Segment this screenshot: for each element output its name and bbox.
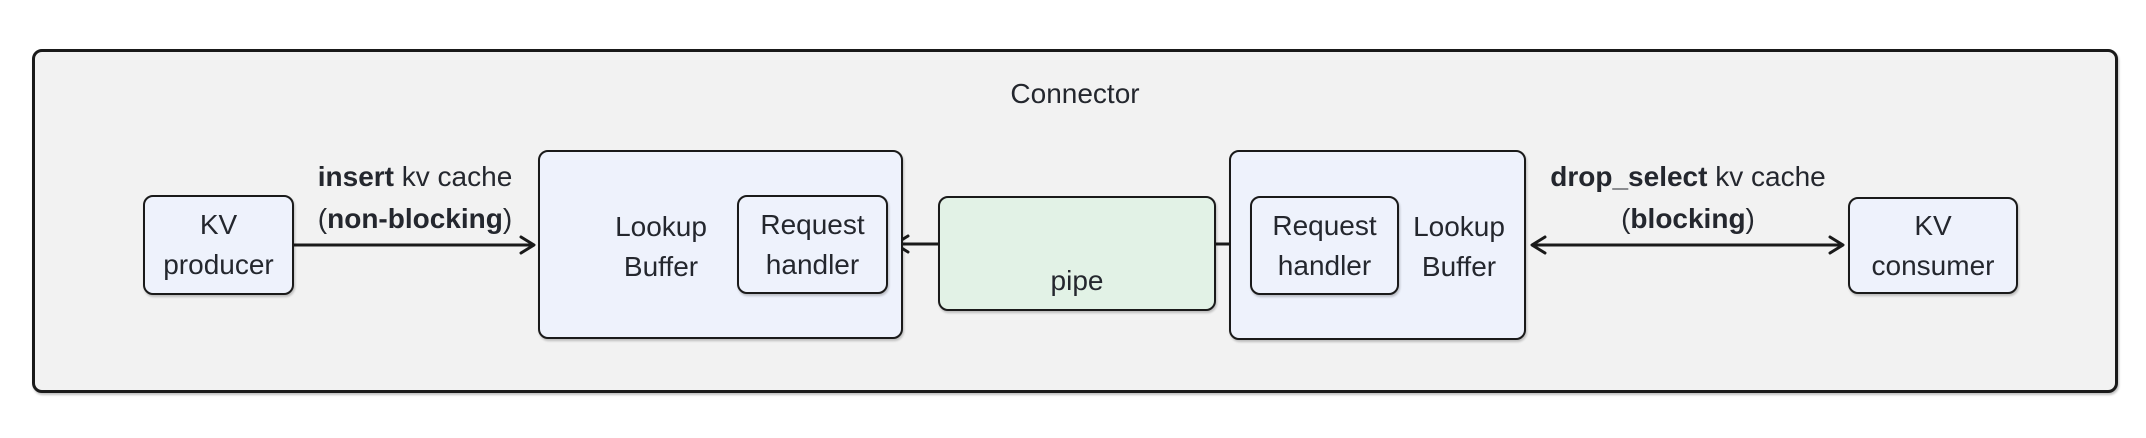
request-handler-right-label-line2: handler	[1277, 249, 1372, 281]
kv-producer-label-line2: producer	[163, 249, 274, 280]
insert-edge-label-line2: (non-blocking)	[318, 198, 513, 240]
node-kv-producer: KV producer	[143, 195, 294, 295]
pipe-label: pipe	[1050, 265, 1104, 296]
lookup-buffer-left-label-line2: Buffer	[623, 251, 699, 282]
insert-paren-open: (	[317, 203, 328, 234]
lookup-buffer-left-label: Lookup Buffer	[571, 207, 751, 287]
insert-edge-label-line1: insert kv cache	[318, 156, 513, 198]
drop-select-paren-close: )	[1745, 203, 1755, 234]
request-handler-left-label-line1: Request	[760, 208, 865, 240]
kv-producer-label-line1: KV	[199, 209, 238, 240]
insert-paren-close: )	[502, 203, 513, 234]
request-handler-right-label-line1: Request	[1272, 209, 1377, 241]
drop-select-edge-label: drop_select kv cache (blocking)	[1550, 156, 1825, 240]
kv-consumer-label-line2: consumer	[1871, 249, 1995, 281]
drop-select-edge-label-line1: drop_select kv cache	[1550, 156, 1825, 198]
insert-mode: non-blocking	[327, 203, 503, 234]
lookup-buffer-right-label-line2: Buffer	[1421, 251, 1497, 282]
node-request-handler-left: Request handler	[737, 195, 888, 294]
drop-select-verb: drop_select	[1550, 161, 1708, 192]
drop-select-paren-open: (	[1621, 203, 1631, 234]
insert-edge-label: insert kv cache (non-blocking)	[318, 156, 513, 240]
insert-rest: kv cache	[393, 161, 513, 192]
lookup-buffer-right-label-line1: Lookup	[1413, 211, 1505, 242]
kv-consumer-label-line1: KV	[1914, 209, 1952, 241]
lookup-buffer-right-label: Lookup Buffer	[1396, 207, 1522, 287]
connector-title: Connector	[1010, 78, 1140, 109]
node-kv-consumer: KV consumer	[1848, 197, 2018, 294]
drop-select-rest: kv cache	[1707, 161, 1826, 192]
insert-verb: insert	[317, 161, 394, 192]
drop-select-edge-label-line2: (blocking)	[1550, 198, 1825, 240]
drop-select-mode: blocking	[1630, 203, 1746, 234]
request-handler-left-label-line2: handler	[765, 248, 860, 280]
node-pipe: pipe	[938, 196, 1216, 311]
node-request-handler-right: Request handler	[1250, 196, 1399, 295]
lookup-buffer-left-label-line1: Lookup	[615, 211, 707, 242]
